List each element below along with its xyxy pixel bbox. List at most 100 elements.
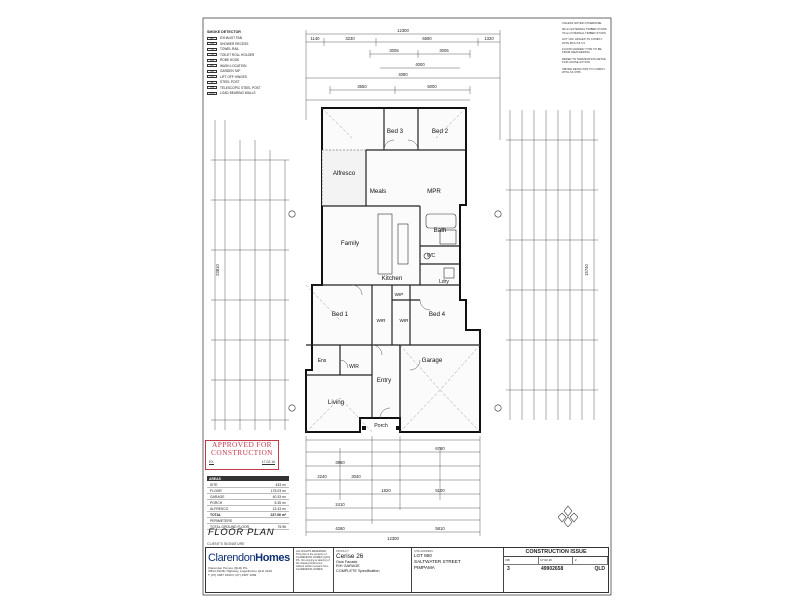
room-entry: Entry [377,377,392,384]
facade-name: Oslo Facade [336,559,358,564]
site-details: SITE ADDRESS LOT 860 SALTWATER STREET PI… [412,548,504,592]
area-value: 75.96 [277,524,287,529]
kitchen-island [397,223,409,265]
job-number: 49902658 [540,566,564,572]
legend-label: LOAD BEARING WALLS [220,91,256,96]
approved-stamp: APPROVED FOR CONSTRUCTION EX 17.02.16 [205,440,279,470]
door-swings [339,139,431,419]
stamp-line-1: APPROVED FOR [211,440,273,449]
porch-post [362,426,366,430]
legend-title: SMOKE DETECTOR [207,30,241,34]
copyright-notice: ALL RIGHTS RESERVED. This plan is the pr… [294,548,334,592]
site-lot: LOT 860 [414,552,432,558]
area-value: 175.03 m² [270,488,286,493]
sheet-number: 3 [507,566,510,572]
dim-bottom-a: 4260 [335,526,345,531]
dim-left-overall: 23810 [215,264,220,276]
sheet-border [202,17,612,596]
legend-label: WASH LOCATION [220,63,247,68]
legend-symbol: TAP [207,69,217,73]
plan-title: FLOOR PLAN [208,527,275,538]
client-signature-label: CLIENT'S SIGNATURE [207,542,245,546]
legend-label: STEEL POST [220,80,240,85]
bottom-dimensions [305,436,481,536]
room-kitchen: Kitchen [382,275,403,282]
roof-hip-lines [305,107,481,433]
legend-label: GARDEN TAP [220,69,241,74]
legend-symbol: WL [207,64,217,68]
issue-drawn: DB [504,557,539,565]
bathtub [425,213,457,229]
compass-key-icon [558,505,578,527]
room-garage: Garage [422,357,443,364]
dim-top-overall: 12300 [397,28,409,33]
note-item: FLOOR GRADED TYPE TO BE FROM WEATHERING [562,47,602,55]
legend-label: TOWEL RAIL [220,47,240,52]
area-label: PERIMETERS [210,518,233,523]
dim-top-c: 6590 [422,36,432,41]
room-ldry: Ldry [439,279,449,285]
area-value: 40.33 m² [272,494,286,499]
shower [439,229,457,245]
areas-title: AREAS [207,476,289,482]
legend-label: LIFT OFF HINGES [220,74,247,79]
issue-details: CONSTRUCTION ISSUE DB 17.02.16 2 3 49902… [504,548,608,592]
dim-bottom-b: 5810 [435,526,445,531]
legend-symbol: TR [207,53,217,57]
stamp-date: 17.02.16 [261,460,275,465]
dim-bottom-g: 1820 [381,488,391,493]
room-bath: Bath [434,227,447,234]
dim-bottom-i: 2410 [335,502,345,507]
site-street: SALTWATER STREET [414,558,461,564]
alfresco-area [321,149,367,207]
dim-top-i: 3550 [357,84,367,89]
side-dimensions [214,110,595,430]
legend-label: TOILET ROLL HOLDER [220,52,255,57]
laundry-tub [443,267,455,279]
dim-top-a: 1140 [310,36,320,41]
specification: COMPLETE Specification [336,568,380,573]
company-address: Clarendon Homes (QLD) P/L 3/814 Pacific … [208,565,272,577]
state: QLD [594,566,605,572]
dim-top-e: 3005 [389,48,399,53]
porch-post [396,426,400,430]
room-wir2: WIR [400,318,410,323]
area-row: FLOOR 175.03 m² [207,488,289,495]
dim-bottom-f: 3040 [351,474,361,479]
top-dimensions [305,30,501,140]
site-suburb: PIMPAMA [414,564,435,570]
dim-bottom-d: 3960 [335,460,345,465]
company-brand: ClarendonHomes Clarendon Homes (QLD) P/L… [206,548,294,592]
legend-label: SHOWER RECESS [220,41,249,46]
dim-top-g: 4000 [415,62,425,67]
project-details: PRODUCT Cerise 26 Oslo Facade R/H GARAGE… [334,548,412,592]
dim-top-d: 1320 [484,36,494,41]
area-label: TOTAL GROUND FLOOR [210,524,250,529]
note-item: REFER TO TERMINATION DETAIL FOR HOUSE AC… [562,56,607,65]
area-row: PERIMETERS [207,518,289,525]
room-living: Living [328,399,345,406]
garage-orientation: R/H GARAGE [336,564,360,569]
room-alfresco: Alfresco [333,170,356,177]
area-label: TOTAL [210,512,221,517]
room-bed1: Bed 1 [332,311,349,318]
legend-symbol: RH [207,58,217,62]
side-dimension-ticks [211,139,598,421]
note-item: UNLESS NOTED OTHERWISE [562,21,602,25]
area-label: FLOOR [210,488,222,493]
room-wip: WIP [395,292,404,297]
